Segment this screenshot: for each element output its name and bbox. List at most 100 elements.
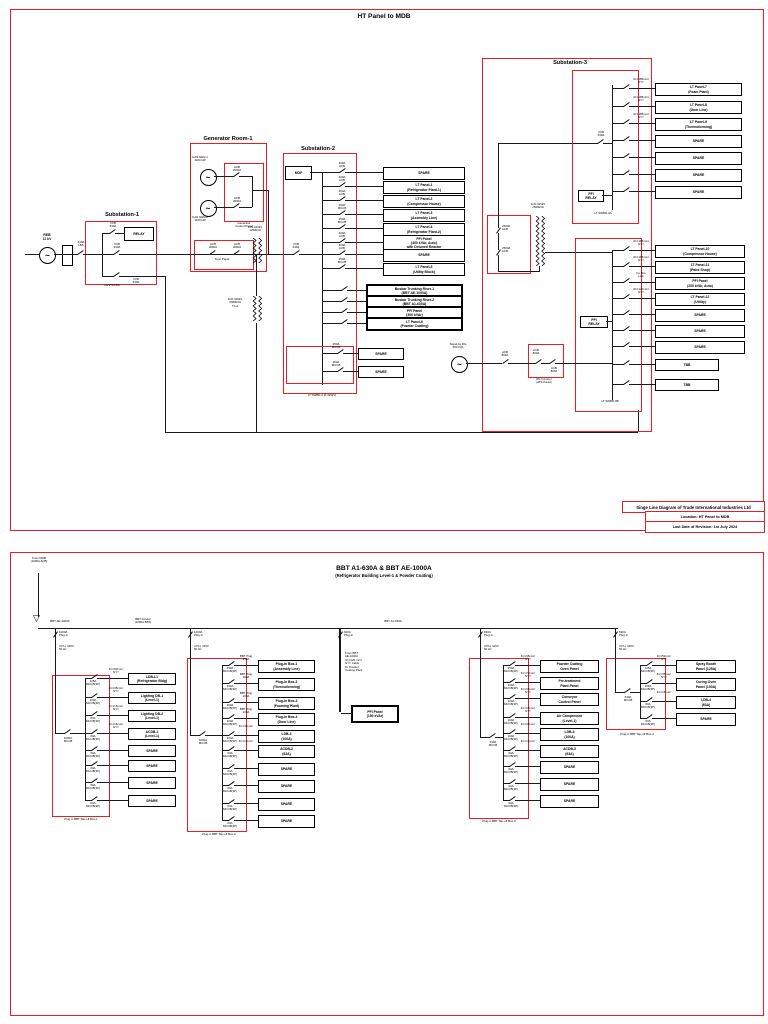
heading-substation3: Substation-3 — [553, 60, 587, 66]
breaker-label: 63A MCCB(3P) — [641, 702, 655, 710]
cable-label: 4C×185mm² NYY — [633, 239, 649, 247]
transformer-label: 11/0.415kV 1250kVA — [247, 225, 263, 233]
breaker-label: 63A MCCB(3P) — [86, 783, 100, 791]
wire — [612, 191, 655, 192]
load-box: LT Panel-1 (Refrigerator Plant-1) — [383, 181, 465, 194]
load-box: SPARE — [358, 366, 404, 378]
substation2-spare-outline — [286, 346, 354, 384]
riser-wire — [38, 573, 39, 617]
breaker-gap — [625, 691, 630, 694]
breaker-gap — [229, 734, 234, 737]
breaker-gap — [92, 764, 97, 767]
wire — [102, 276, 165, 277]
wire — [612, 330, 655, 331]
breaker-gap — [92, 781, 97, 784]
tap-label: 1000A Plug-in — [194, 630, 203, 638]
arrow-down-icon: ▽ — [33, 613, 40, 623]
breaker-label: 63A MCCB(3P) — [223, 751, 237, 759]
breaker-label: 400A ACB — [338, 231, 346, 239]
sync-panel-outline — [194, 240, 254, 270]
generator-label: GAS GEN-2 1100 kW — [192, 215, 208, 223]
load-box: SPARE — [128, 760, 176, 772]
load-box: LDB-2 (100A) — [258, 730, 315, 743]
wire — [640, 665, 676, 666]
breaker-label: 400A ACB — [338, 175, 346, 183]
transformer-icon — [250, 295, 263, 322]
cable-label: 4C×35mm² NYY — [108, 686, 124, 694]
wire — [612, 364, 655, 365]
cable-label: BBT Plug 160A — [239, 691, 253, 699]
breaker-label: 63A MCCB(3P) — [86, 734, 100, 742]
breaker-gap — [342, 322, 347, 325]
substation1-outline — [85, 221, 157, 285]
source-label: REB 11 kV — [42, 233, 52, 242]
wire — [466, 363, 502, 364]
load-box: SPARE — [128, 745, 176, 757]
wire — [256, 323, 257, 432]
breaker-gap — [510, 782, 515, 785]
load-box: Plug-in Box-1 (Assembly Line) — [258, 660, 315, 673]
breaker-label: ACB 800A — [550, 366, 558, 374]
breaker-gap — [92, 732, 97, 735]
breaker-gap — [110, 232, 115, 235]
breaker-label: 100A MCCB(3P) — [223, 736, 237, 744]
breaker-gap — [624, 363, 629, 366]
panel-label: Generator Control Panel — [235, 221, 253, 229]
breaker-label: 63A MCCB(3P) — [504, 801, 518, 809]
breaker-gap — [510, 697, 515, 700]
breaker-gap — [342, 300, 347, 303]
page1-title: HT Panel to MDB — [357, 13, 411, 20]
cable-label: 4C×95mm² NYY — [520, 654, 536, 662]
tap-label: 630A Plug-in — [484, 630, 493, 638]
wire — [508, 363, 528, 364]
breaker-label: 250A MCCB — [331, 360, 341, 368]
breaker-gap — [510, 681, 515, 684]
breaker-gap — [624, 265, 629, 268]
wire — [612, 298, 655, 299]
breaker-label: 2500A ACB — [502, 224, 511, 232]
breaker-gap — [342, 289, 347, 292]
breaker-gap — [510, 765, 515, 768]
load-box: LDB-3 (100A) — [540, 728, 599, 741]
substation3-outline — [482, 58, 652, 432]
wire — [322, 172, 383, 173]
breaker-label: 250A MCCB — [337, 217, 347, 225]
wire — [310, 172, 322, 173]
wire — [85, 678, 86, 800]
breaker-label: 100A MCCB(3P) — [86, 698, 100, 706]
breaker-label: ACB 800A — [501, 350, 509, 358]
page2-title: BBT A1-630A & BBT AE-1000A — [336, 565, 432, 572]
generator-label: GAS GEN-1 1100 kW — [192, 155, 208, 163]
tapoff-box-outline — [52, 675, 110, 817]
breaker-label: 160A MCCB(3P) — [504, 683, 518, 691]
breaker-label: 250A MCCB(3P) — [504, 666, 518, 674]
cable-label: Cu Bus Link — [636, 271, 646, 279]
breaker-gap — [624, 105, 629, 108]
from-label: From MDB (1600A ACB) — [30, 556, 48, 564]
breaker-label: 63A MCCB(3P) — [86, 716, 100, 724]
wire — [562, 363, 612, 364]
breaker-gap — [510, 664, 515, 667]
breaker-gap — [647, 664, 652, 667]
breaker-gap — [294, 253, 299, 256]
load-box: TBB — [655, 379, 719, 391]
cable-label: 4C×185mm² NYY — [633, 77, 649, 85]
breaker-label: 1000A MCCB — [198, 738, 208, 746]
transformer-label: 11/0.415kV 2000kVA TX-2 — [227, 297, 243, 308]
load-box: Plug-in Box-3 (Foaming Plant) — [258, 697, 315, 710]
load-box: LT Panel-10 (Compressor House) — [655, 245, 745, 258]
load-box: SPARE — [655, 135, 742, 148]
breaker-gap — [114, 275, 119, 278]
wire — [480, 658, 481, 737]
transformer-icon — [533, 215, 546, 267]
load-box: LT Panel-5 (Utility Block) — [383, 263, 465, 276]
generator-label: Stand-by DG 500 kVA — [449, 342, 467, 350]
breaker-gap — [92, 677, 97, 680]
wire — [268, 190, 269, 254]
system-label: 3 PH, 415V 50 Hz — [619, 644, 634, 652]
cable-label: 4C×50mm² NYY — [656, 654, 672, 662]
cable-label: 4C×35mm² NYY — [520, 687, 536, 695]
cable-label: 4C×185mm² NYY — [633, 112, 649, 120]
breaker-label: 63A MCCB(3P) — [86, 801, 100, 809]
breaker-gap — [510, 732, 515, 735]
